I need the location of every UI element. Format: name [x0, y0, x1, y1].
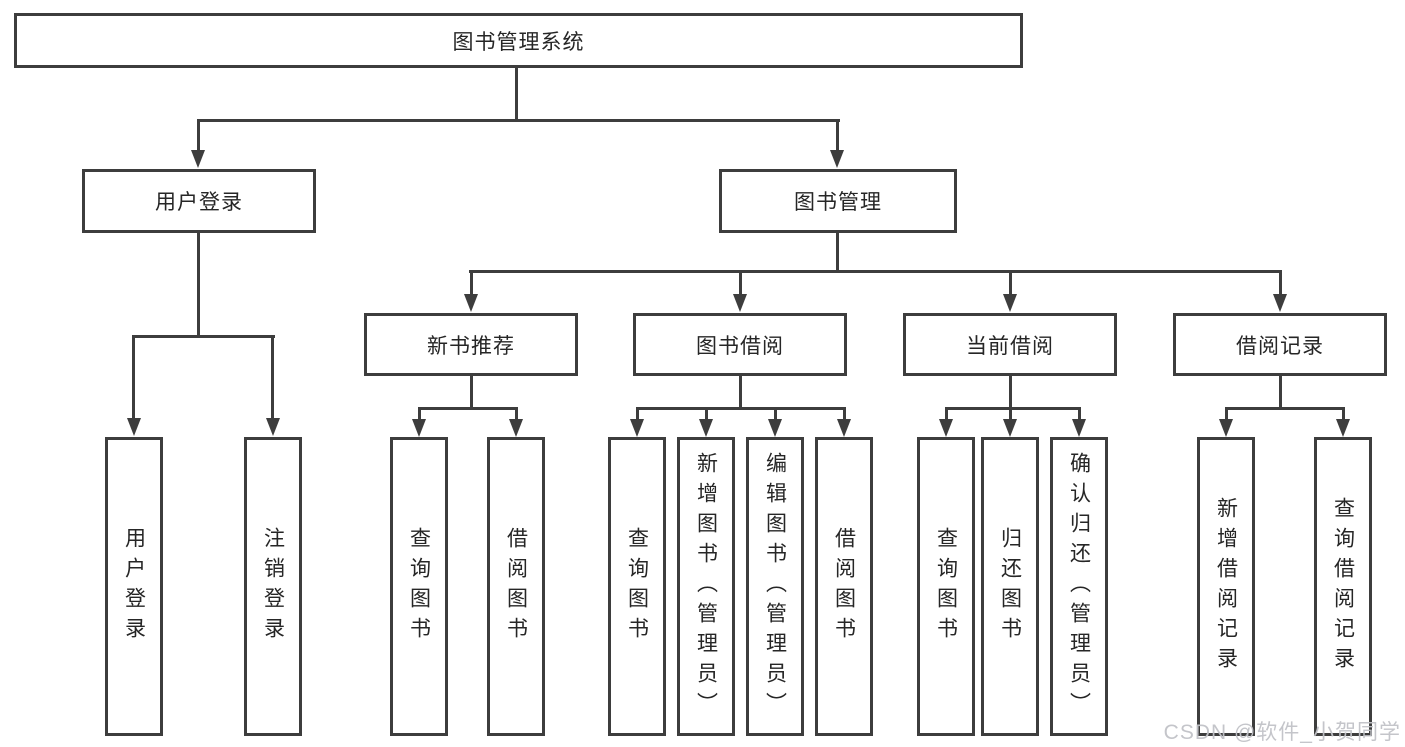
leaf-newbook-borrow-label: 借阅图书 [504, 526, 528, 647]
node-book-borrow: 图书借阅 [633, 313, 847, 376]
leaf-borrow-add-book-label: 新增图书（管理员） [694, 451, 718, 722]
csdn-watermark: CSDN @软件_小贺同学 [1163, 721, 1401, 744]
leaf-borrow-query-label: 查询图书 [625, 526, 649, 647]
arrow-down-icon [127, 418, 141, 436]
leaf-newbook-borrow: 借阅图书 [487, 437, 545, 736]
node-book-borrow-label: 图书借阅 [696, 334, 784, 358]
connector-drop [1078, 407, 1081, 421]
arrow-down-icon [191, 150, 205, 168]
connector-level3-branch [469, 270, 1282, 273]
leaf-add-borrow-record: 新增借阅记录 [1197, 437, 1255, 736]
connector-currentborrow-branch [945, 407, 1081, 410]
node-user-login-label: 用户登录 [155, 191, 243, 214]
leaf-newbook-query: 查询图书 [390, 437, 448, 736]
node-new-book-recommend: 新书推荐 [364, 313, 578, 376]
arrow-down-icon [266, 418, 280, 436]
leaf-return-book-label: 归还图书 [998, 526, 1022, 647]
connector-drop [132, 335, 135, 419]
arrow-down-icon [837, 419, 851, 437]
arrow-down-icon [1072, 419, 1086, 437]
leaf-user-login-label: 用户登录 [122, 526, 146, 647]
arrow-down-icon [1219, 419, 1233, 437]
connector-drop [418, 407, 421, 421]
leaf-borrow-query: 查询图书 [608, 437, 666, 736]
node-new-book-recommend-label: 新书推荐 [427, 334, 515, 358]
arrow-down-icon [939, 419, 953, 437]
connector-root-branch [197, 119, 840, 122]
leaf-query-borrow-record-label: 查询借阅记录 [1331, 496, 1355, 677]
connector-drop-user-login [197, 119, 200, 152]
connector-borrowrecord-branch [1225, 407, 1345, 410]
connector-drop [1342, 407, 1345, 421]
node-book-management: 图书管理 [719, 169, 957, 233]
leaf-user-login: 用户登录 [105, 437, 163, 736]
node-borrow-record: 借阅记录 [1173, 313, 1387, 376]
connector-drop-book-mgmt [836, 119, 839, 152]
connector-drop [1279, 270, 1282, 296]
connector-drop [515, 407, 518, 421]
leaf-logout-label: 注销登录 [261, 526, 285, 647]
arrow-down-icon [412, 419, 426, 437]
leaf-borrow-edit-book: 编辑图书（管理员） [746, 437, 804, 736]
connector-borrowrecord-stem [1279, 376, 1282, 409]
arrow-down-icon [1336, 419, 1350, 437]
leaf-borrow-add-book: 新增图书（管理员） [677, 437, 735, 736]
leaf-add-borrow-record-label: 新增借阅记录 [1214, 496, 1238, 677]
connector-bookmgmt-stem [836, 233, 839, 272]
leaf-confirm-return-label: 确认归还（管理员） [1067, 451, 1091, 722]
node-root-label: 图书管理系统 [452, 30, 585, 54]
leaf-return-book: 归还图书 [981, 437, 1039, 736]
connector-drop [774, 407, 777, 421]
connector-drop [843, 407, 846, 421]
node-current-borrow: 当前借阅 [903, 313, 1117, 376]
connector-newbook-stem [470, 376, 473, 409]
leaf-borrow-book: 借阅图书 [815, 437, 873, 736]
arrow-down-icon [1273, 294, 1287, 312]
connector-currentborrow-stem [1009, 376, 1012, 409]
arrow-down-icon [699, 419, 713, 437]
connector-bookborrow-branch [636, 407, 846, 410]
node-user-login: 用户登录 [82, 169, 316, 233]
node-book-management-label: 图书管理 [794, 191, 882, 214]
connector-drop [470, 270, 473, 296]
connector-newbook-branch [418, 407, 518, 410]
arrow-down-icon [630, 419, 644, 437]
arrow-down-icon [768, 419, 782, 437]
arrow-down-icon [733, 294, 747, 312]
arrow-down-icon [1003, 294, 1017, 312]
connector-drop [271, 335, 274, 419]
node-root: 图书管理系统 [14, 13, 1023, 68]
connector-drop [636, 407, 639, 421]
connector-drop [1225, 407, 1228, 421]
leaf-current-query-label: 查询图书 [934, 526, 958, 647]
connector-userlogin-branch [132, 335, 275, 338]
leaf-query-borrow-record: 查询借阅记录 [1314, 437, 1372, 736]
leaf-logout: 注销登录 [244, 437, 302, 736]
connector-userlogin-stem [197, 233, 200, 336]
leaf-confirm-return: 确认归还（管理员） [1050, 437, 1108, 736]
arrow-down-icon [1003, 419, 1017, 437]
connector-drop [1009, 270, 1012, 296]
connector-bookborrow-stem [739, 376, 742, 409]
arrow-down-icon [830, 150, 844, 168]
leaf-newbook-query-label: 查询图书 [407, 526, 431, 647]
node-borrow-record-label: 借阅记录 [1236, 334, 1324, 358]
leaf-borrow-book-label: 借阅图书 [832, 526, 856, 647]
connector-root-stem [515, 68, 518, 121]
node-current-borrow-label: 当前借阅 [966, 334, 1054, 358]
leaf-borrow-edit-book-label: 编辑图书（管理员） [763, 451, 787, 722]
leaf-current-query: 查询图书 [917, 437, 975, 736]
arrow-down-icon [509, 419, 523, 437]
connector-drop [1009, 407, 1012, 421]
connector-drop [739, 270, 742, 296]
connector-drop [705, 407, 708, 421]
connector-drop [945, 407, 948, 421]
arrow-down-icon [464, 294, 478, 312]
